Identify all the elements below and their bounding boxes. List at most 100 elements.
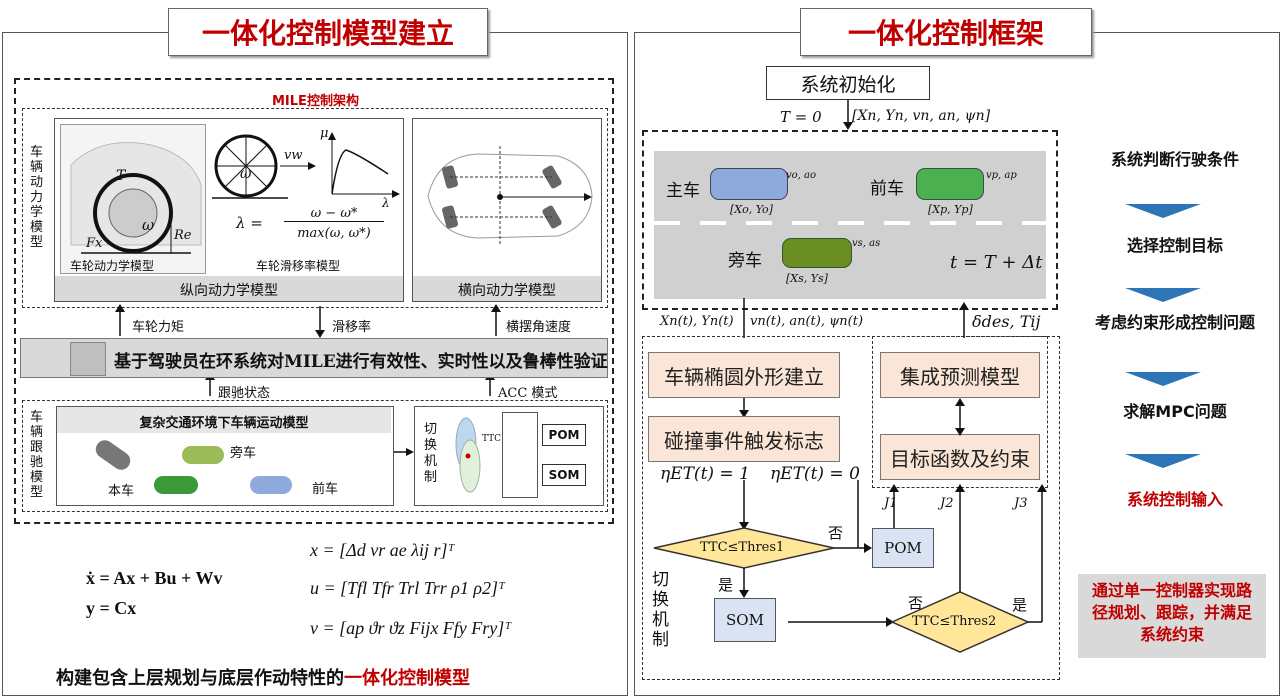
traffic-car-own [154, 476, 198, 494]
arrow-predict-objective [955, 398, 965, 436]
slip-picture [208, 124, 400, 272]
lane-marking [654, 221, 1046, 225]
right-title: 一体化控制框架 [800, 8, 1092, 56]
mile-label: MILE控制架构 [272, 94, 359, 109]
system-init-box: 系统初始化 [766, 66, 930, 100]
right-pom-box: POM [872, 528, 934, 568]
traffic-car-side [182, 446, 224, 464]
traffic-car-front [250, 476, 292, 494]
signal-velocity-label: vn(t), an(t), ψn(t) [750, 314, 864, 329]
lateral-car-sketch [418, 126, 598, 272]
step-5: 系统控制输入 [1126, 490, 1223, 509]
disturbance-vector: v = [ap ϑr ϑz Fijx Ffy Fry]ᵀ [310, 618, 512, 638]
slip-formula-num: ω − ω* [284, 206, 384, 222]
wheel-picture [60, 124, 206, 274]
wheel-omega-symbol: ω [142, 216, 155, 234]
yes-label-1: 是 [718, 576, 734, 594]
side-car-velocity: vs, as [852, 238, 881, 249]
time-update-label: t = T + Δt [950, 252, 1043, 273]
no-label-2: 否 [908, 594, 924, 612]
objective-box: 目标函数及约束 [880, 434, 1040, 480]
summary-box: 通过单一控制器实现路径规划、跟踪，并满足系统约束 [1078, 574, 1266, 658]
step-arrow-2 [1125, 288, 1201, 302]
j3-label: J3 [1014, 496, 1028, 511]
mile-architecture-frame [14, 78, 614, 524]
no-label-1: 否 [828, 524, 844, 542]
switch-mechanism-frame [642, 336, 1060, 680]
follow-model-label: 车辆跟驰模型 [30, 410, 44, 500]
j2-label: J2 [940, 496, 954, 511]
j1-label: J1 [884, 496, 898, 511]
slip-vw-symbol: vw [284, 148, 303, 163]
follow-state-label: 跟驰状态 [218, 386, 271, 401]
slip-omega-symbol: ω [240, 166, 252, 182]
main-car-velocity: vo, ao [786, 170, 817, 181]
switch-box [414, 406, 604, 506]
side-car-label: 旁车 [728, 251, 762, 271]
step-arrow-4 [1125, 454, 1201, 468]
collision-flag-box: 碰撞事件触发标志 [648, 416, 840, 462]
step-2: 选择控制目标 [1126, 236, 1223, 255]
state-vector: x = [Δd vr ae λij r]ᵀ [310, 540, 455, 560]
acc-mode-label: ACC 模式 [498, 386, 558, 401]
step-4: 求解MPC问题 [1123, 402, 1227, 421]
switch-label: 切换机制 [424, 422, 438, 485]
slip-rate-label: 滑移率 [332, 320, 372, 335]
left-title: 一体化控制模型建立 [168, 8, 488, 56]
slip-diagram [212, 132, 400, 199]
longitudinal-caption-bar [55, 276, 403, 301]
bottom-text-black: 构建包含上层规划与底层作动特性的 [56, 668, 344, 689]
decision-flow [653, 480, 1047, 653]
ttc-thres1-label: TTC≤Thres1 [700, 540, 785, 555]
eta-one-label: ηET(t) = 1 [660, 464, 750, 484]
predict-model-box: 集成预测模型 [880, 352, 1040, 398]
step-3: 考虑约束形成控制问题 [1094, 313, 1255, 332]
slip-mu-symbol: μ [320, 126, 329, 141]
traffic-title-bar [57, 407, 391, 433]
front-car [916, 168, 984, 200]
main-car [710, 168, 788, 200]
init-arrow [843, 100, 853, 130]
step-arrow-3 [1125, 372, 1201, 386]
traffic-front-label: 前车 [312, 482, 339, 497]
wheel-diagram [70, 142, 202, 254]
front-car-coord: [Xp, Yp] [928, 203, 973, 216]
right-som-box: SOM [714, 598, 776, 642]
traffic-title: 复杂交通环境下车辆运动模型 [139, 416, 309, 431]
side-car-coord: [Xs, Ys] [786, 272, 828, 285]
lateral-vehicle-diagram [427, 146, 593, 246]
lateral-caption-bar [413, 276, 601, 301]
wheel-fx-symbol: Fx [86, 236, 103, 251]
slip-formula-lhs: λ = [236, 214, 263, 232]
longitudinal-caption: 纵向动力学模型 [180, 283, 278, 299]
output-equation: y = Cx [86, 598, 137, 618]
wheel-caption: 车轮动力学模型 [70, 259, 155, 273]
step-1: 系统判断行驶条件 [1110, 150, 1239, 169]
bottom-text-red: 一体化控制模型 [344, 668, 470, 689]
yaw-rate-label: 横摆角速度 [506, 320, 572, 335]
road-loop-frame [642, 130, 1058, 310]
control-output-label: δdes, Tij [972, 312, 1041, 331]
side-car [782, 238, 852, 268]
vehicle-follow-frame [22, 400, 608, 512]
state-equation: ẋ = Ax + Bu + Wv [86, 568, 223, 588]
wheel-torque-label: 车轮力矩 [132, 320, 185, 335]
signal-position-label: Xn(t), Yn(t) [660, 314, 734, 329]
arrow-ellipse-to-collision [739, 398, 749, 418]
arrow-to-switch [394, 448, 414, 456]
traffic-own-label: 本车 [108, 484, 135, 499]
front-car-velocity: vp, ap [986, 170, 1017, 181]
wheel-re-symbol: Re [174, 228, 192, 243]
input-vector: u = [Tfl Tfr Trl Trr ρ1 ρ2]ᵀ [310, 578, 505, 598]
left-som-box: SOM [542, 464, 586, 486]
front-car-label: 前车 [870, 179, 904, 199]
vehicle-dynamics-frame [22, 108, 608, 308]
traffic-side-label: 旁车 [230, 446, 257, 461]
lateral-caption: 横向动力学模型 [458, 283, 556, 299]
ttc-box [502, 412, 538, 498]
main-car-coord: [Xo, Yo] [730, 203, 773, 216]
init-vars-label: [Xn, Yn, vn, an, ψn] [852, 108, 991, 124]
hil-verification-bar [20, 338, 608, 378]
vehicle-dyn-label: 车辆动力学模型 [30, 145, 44, 250]
switch-ellipses [455, 417, 481, 493]
